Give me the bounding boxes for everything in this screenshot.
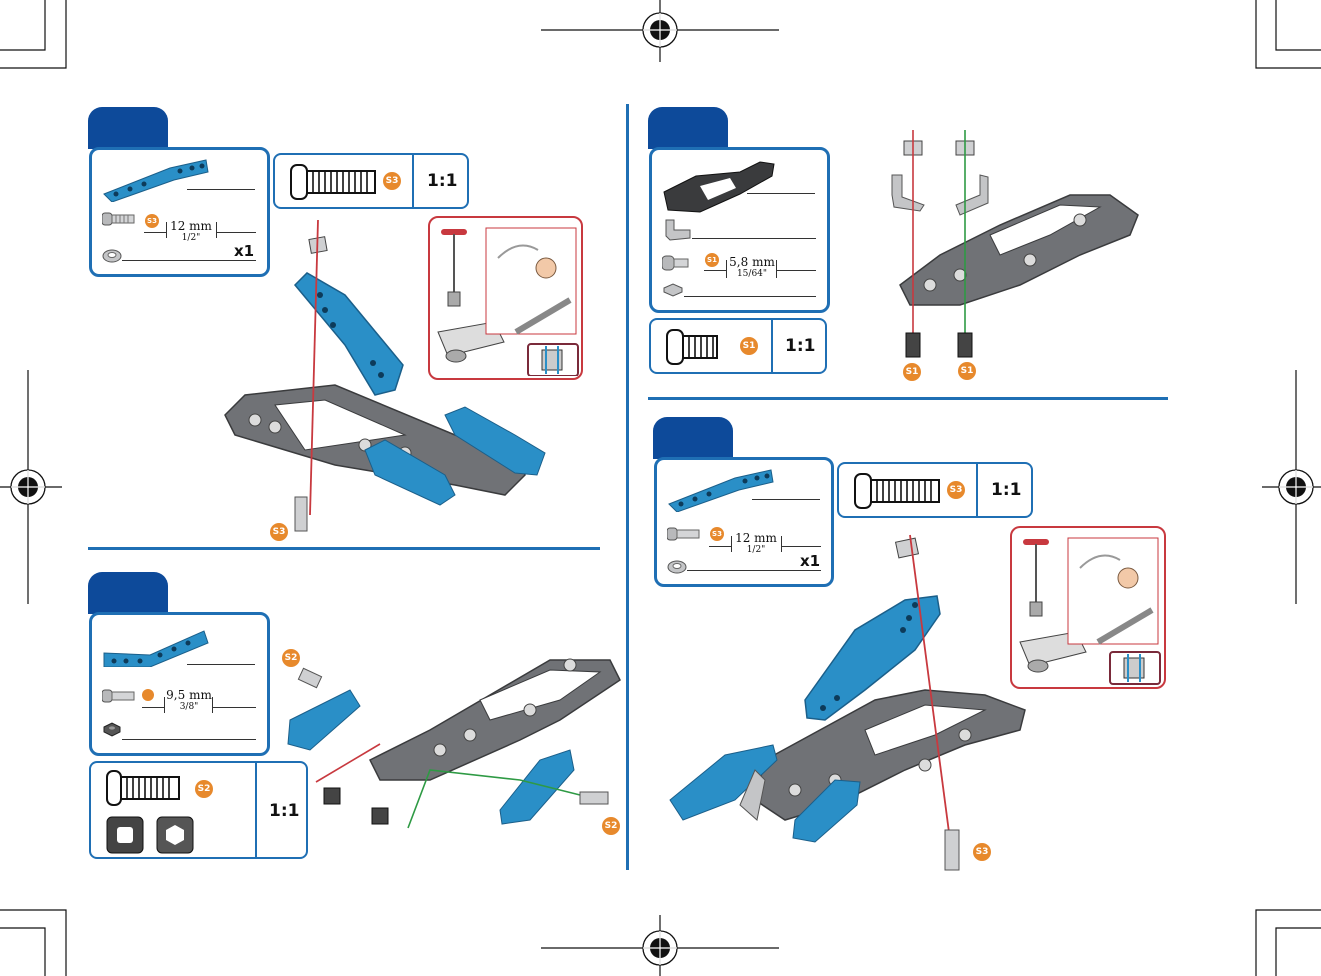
scale-ratio: 1:1 [427, 171, 457, 191]
scale-badge: S3 [383, 172, 401, 190]
assembly-diagram-b [280, 640, 625, 850]
bolt-icon [662, 254, 692, 272]
column-divider [626, 104, 629, 870]
bolt-1to1-icon [665, 328, 721, 366]
diagram-badge-b-1: S2 [282, 649, 300, 667]
step-number-tab-d [653, 417, 733, 459]
scale-ratio: 1:1 [785, 336, 815, 356]
square-nut-icon [662, 282, 684, 298]
scale-badge: S2 [195, 780, 213, 798]
diagram-badge-c-2: S1 [958, 362, 976, 380]
registration-target-bottom [643, 931, 677, 965]
size-rule [144, 232, 166, 233]
scale-box-c: S1 1:1 [649, 318, 827, 374]
bolt-badge: S3 [145, 214, 159, 228]
bolt-1to1-icon [289, 163, 379, 201]
registration-target-right [1279, 470, 1313, 504]
hex-key-assembly-icon [1016, 532, 1162, 685]
assembly-diagram-a [215, 215, 560, 545]
diagram-badge-a: S3 [270, 523, 288, 541]
assembly-diagram-d [665, 530, 1030, 875]
registration-target-left [11, 470, 45, 504]
scale-badge: S1 [740, 337, 758, 355]
registration-target-top [643, 13, 677, 47]
step-divider-right [648, 397, 1168, 400]
part-rule [187, 189, 255, 190]
diagram-badge-b-2: S2 [602, 817, 620, 835]
blue-curved-strip-icon [665, 466, 775, 512]
assembly-diagram-c [880, 125, 1145, 365]
scale-box-b: S2 1:1 [89, 761, 308, 859]
scale-ratio: 1:1 [991, 480, 1021, 500]
step-number-tab-b [88, 572, 168, 614]
diagram-badge-c-1: S1 [903, 363, 921, 381]
bolt-badge: S1 [705, 253, 719, 267]
scale-box-a: S3 1:1 [273, 153, 469, 209]
step-number-tab-a [88, 107, 168, 149]
bolt-1to1-icon [853, 472, 943, 510]
tool-hint-box-d [1010, 526, 1166, 689]
blue-angle-strip-icon [100, 623, 210, 667]
scale-box-d: S3 1:1 [837, 462, 1033, 518]
bolt-icon [102, 210, 136, 228]
bolt-badge-dot [142, 689, 154, 701]
black-plate-icon [660, 158, 775, 214]
angle-bracket-icon [662, 216, 692, 242]
step-divider-left [88, 547, 600, 550]
scale-badge: S3 [947, 481, 965, 499]
diagram-badge-d: S3 [973, 843, 991, 861]
square-nut-icon [102, 721, 122, 737]
step-number-tab-c [648, 107, 728, 149]
locknut-icon [102, 247, 122, 263]
bolt-icon [102, 687, 136, 705]
blue-curved-strip-icon [100, 156, 210, 202]
